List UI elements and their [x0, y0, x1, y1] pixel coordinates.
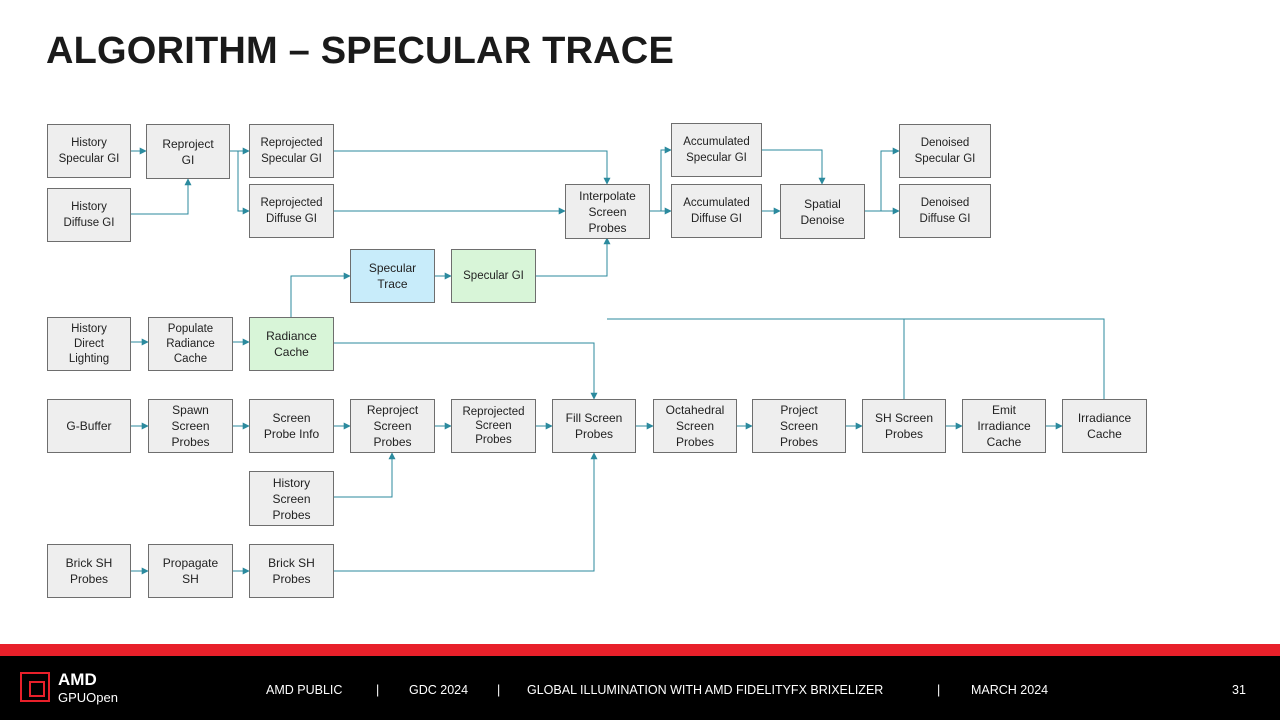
node-emit-irradiance-cache: Emit Irradiance Cache	[962, 399, 1046, 453]
node-reprojected-diffuse-gi: Reprojected Diffuse GI	[249, 184, 334, 238]
arrow-hist-diffuse-to-reproject	[131, 178, 192, 215]
arrow-brick-to-fill	[334, 452, 598, 572]
arrow-reproj-spec-to-interpolate	[334, 150, 611, 185]
arrow-denoise-to-denoised-spec	[865, 147, 900, 212]
footer: AMD GPUOpen AMD PUBLIC | GDC 2024 | GLOB…	[0, 656, 1280, 720]
node-history-direct-lighting: History Direct Lighting	[47, 317, 131, 371]
node-brick-sh-probes: Brick SH Probes	[249, 544, 334, 598]
node-brick-sh-probes-source: Brick SH Probes	[47, 544, 131, 598]
line-irradiance-cache-up	[904, 318, 1105, 400]
node-specular-trace: Specular Trace	[350, 249, 435, 303]
slide-title: ALGORITHM – SPECULAR TRACE	[46, 30, 674, 72]
footer-separator: |	[497, 683, 501, 697]
node-spawn-screen-probes: Spawn Screen Probes	[148, 399, 233, 453]
node-radiance-cache: Radiance Cache	[249, 317, 334, 371]
node-history-diffuse-gi: History Diffuse GI	[47, 188, 131, 242]
arrow-acc-spec-to-denoise	[762, 149, 826, 185]
node-denoised-diffuse-gi: Denoised Diffuse GI	[899, 184, 991, 238]
footer-separator: |	[376, 683, 380, 697]
node-propagate-sh: Propagate SH	[148, 544, 233, 598]
logo-sub: GPUOpen	[58, 690, 118, 705]
node-denoised-specular-gi: Denoised Specular GI	[899, 124, 991, 178]
node-reproject-screen-probes: Reproject Screen Probes	[350, 399, 435, 453]
arrow-interpolate-to-acc-spec	[650, 146, 672, 212]
node-fill-screen-probes: Fill Screen Probes	[552, 399, 636, 453]
footer-separator: |	[937, 683, 941, 697]
node-reprojected-specular-gi: Reprojected Specular GI	[249, 124, 334, 178]
footer-event: GDC 2024	[409, 683, 469, 697]
node-reprojected-screen-probes: Reprojected Screen Probes	[451, 399, 536, 453]
node-screen-probe-info: Screen Probe Info	[249, 399, 334, 453]
node-interpolate-screen-probes: Interpolate Screen Probes	[565, 184, 650, 239]
node-spatial-denoise: Spatial Denoise	[780, 184, 865, 239]
footer-red-bar	[0, 644, 1280, 656]
node-g-buffer: G-Buffer	[47, 399, 131, 453]
footer-talk-title: GLOBAL ILLUMINATION WITH AMD FIDELITYFX …	[527, 683, 884, 697]
footer-date: MARCH 2024	[971, 683, 1049, 697]
line-sh-screen-probes-up	[607, 318, 905, 400]
node-populate-radiance-cache: Populate Radiance Cache	[148, 317, 233, 371]
node-specular-gi: Specular GI	[451, 249, 536, 303]
logo-brand: AMD	[58, 670, 97, 689]
arrow-radiance-to-specular-trace	[290, 272, 351, 317]
footer-classification: AMD PUBLIC	[266, 683, 343, 697]
node-history-specular-gi: History Specular GI	[47, 124, 131, 178]
page-number: 31	[1232, 683, 1246, 697]
node-reproject-gi: Reproject GI	[146, 124, 230, 179]
node-irradiance-cache: Irradiance Cache	[1062, 399, 1147, 453]
node-octahedral-screen-probes: Octahedral Screen Probes	[653, 399, 737, 453]
arrow-radiance-to-fill	[334, 342, 598, 400]
diagram-connectors	[131, 146, 1105, 575]
node-accumulated-specular-gi: Accumulated Specular GI	[671, 123, 762, 177]
node-history-screen-probes: History Screen Probes	[249, 471, 334, 526]
node-accumulated-diffuse-gi: Accumulated Diffuse GI	[671, 184, 762, 238]
arrow-reproject-to-reproj-diffuse	[237, 151, 250, 215]
node-sh-screen-probes: SH Screen Probes	[862, 399, 946, 453]
arrow-history-probes-to-reproject	[334, 452, 396, 498]
node-project-screen-probes: Project Screen Probes	[752, 399, 846, 453]
arrow-specular-gi-to-interpolate	[536, 237, 611, 277]
amd-chip-icon	[20, 672, 50, 702]
